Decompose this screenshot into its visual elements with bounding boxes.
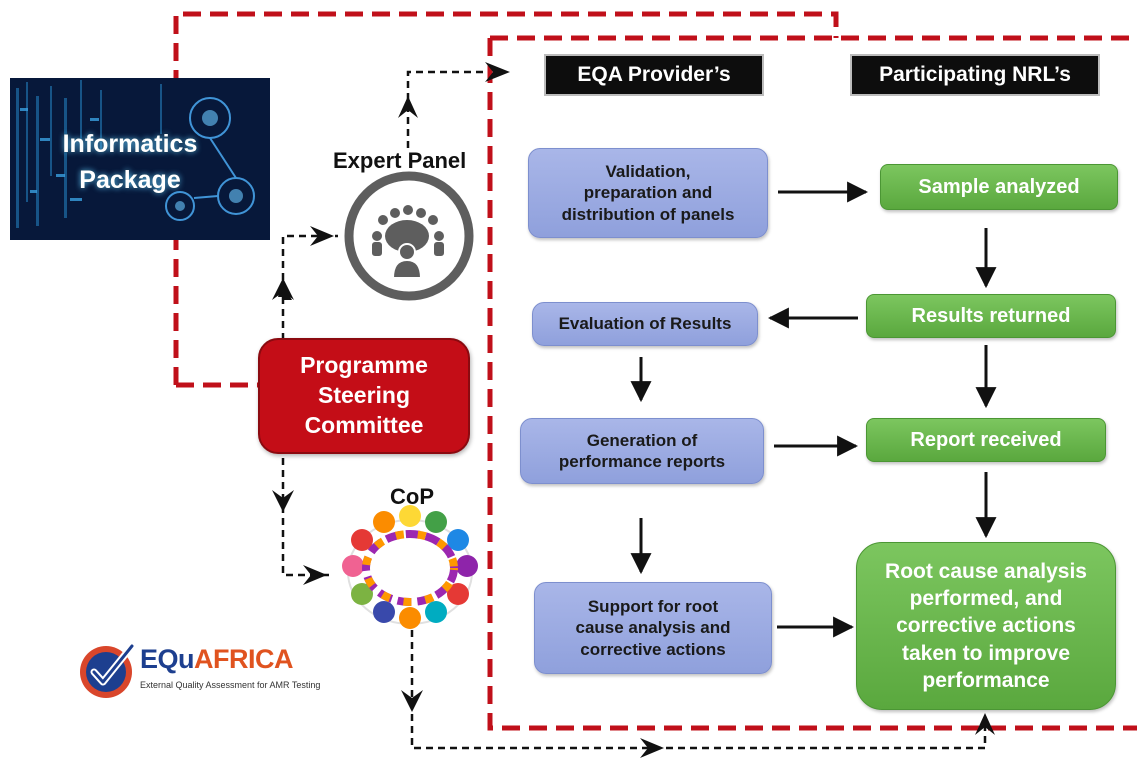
steering-line-1: Programme <box>300 352 428 379</box>
validation-line-2: preparation and <box>583 183 713 203</box>
root-line-3: corrective actions <box>896 614 1076 638</box>
programme-steering-committee: Programme Steering Committee <box>258 338 470 454</box>
steering-line-2: Steering <box>317 382 411 409</box>
report-received-step: Report received <box>866 418 1106 462</box>
returned-line-1: Results returned <box>911 304 1071 327</box>
logo-tagline: External Quality Assessment for AMR Test… <box>140 680 321 690</box>
sample-analyzed-step: Sample analyzed <box>880 164 1118 210</box>
generation-line-1: Generation of <box>586 430 698 450</box>
evaluation-step: Evaluation of Results <box>532 302 758 346</box>
informatics-line-1: Informatics <box>62 130 198 158</box>
steering-line-3: Committee <box>304 411 424 438</box>
root-line-5: performance <box>922 668 1050 692</box>
validation-line-1: Validation, <box>605 162 691 182</box>
equafrica-logo: EQuAFRICA External Quality Assessment fo… <box>78 638 321 702</box>
report-line-1: Report received <box>910 428 1062 451</box>
support-line-1: Support for root <box>587 597 719 617</box>
community-circle-icon <box>342 505 478 629</box>
validation-line-3: distribution of panels <box>561 204 735 224</box>
results-returned-step: Results returned <box>866 294 1116 338</box>
root-line-1: Root cause analysis <box>885 559 1087 583</box>
evaluation-line-1: Evaluation of Results <box>558 314 732 334</box>
logo-wordmark: EQuAFRICA <box>140 644 294 675</box>
connector-chevrons <box>272 62 995 758</box>
root-line-4: taken to improve <box>901 641 1071 665</box>
checkmark-badge-icon <box>80 642 136 698</box>
process-arrows <box>630 181 997 638</box>
sample-line-1: Sample analyzed <box>918 175 1080 198</box>
dna-background-icon <box>16 80 255 228</box>
informatics-title: Informatics Package <box>10 126 250 199</box>
logo-africa: AFRICA <box>194 644 294 674</box>
informatics-line-2: Package <box>79 166 181 195</box>
eqa-provider-header: EQA Provider’s <box>544 54 764 96</box>
meeting-table-icon <box>344 171 474 301</box>
support-step: Support for root cause analysis and corr… <box>534 582 772 674</box>
generation-line-2: performance reports <box>558 452 726 471</box>
validation-step: Validation, preparation and distribution… <box>528 148 768 238</box>
expert-panel-label: Expert Panel <box>333 148 467 173</box>
generation-step: Generation of performance reports <box>520 418 764 484</box>
participating-nrl-header: Participating NRL’s <box>850 54 1100 96</box>
root-line-2: performed, and <box>909 587 1063 611</box>
root-cause-step: Root cause analysis performed, and corre… <box>856 542 1116 710</box>
red-dashed-border <box>173 11 1137 731</box>
logo-eq: EQu <box>140 644 195 674</box>
informatics-package-image: Informatics Package <box>10 78 270 240</box>
support-line-3: corrective actions <box>580 639 726 659</box>
cop-label: CoP <box>390 484 434 509</box>
support-line-2: cause analysis and <box>575 618 731 638</box>
